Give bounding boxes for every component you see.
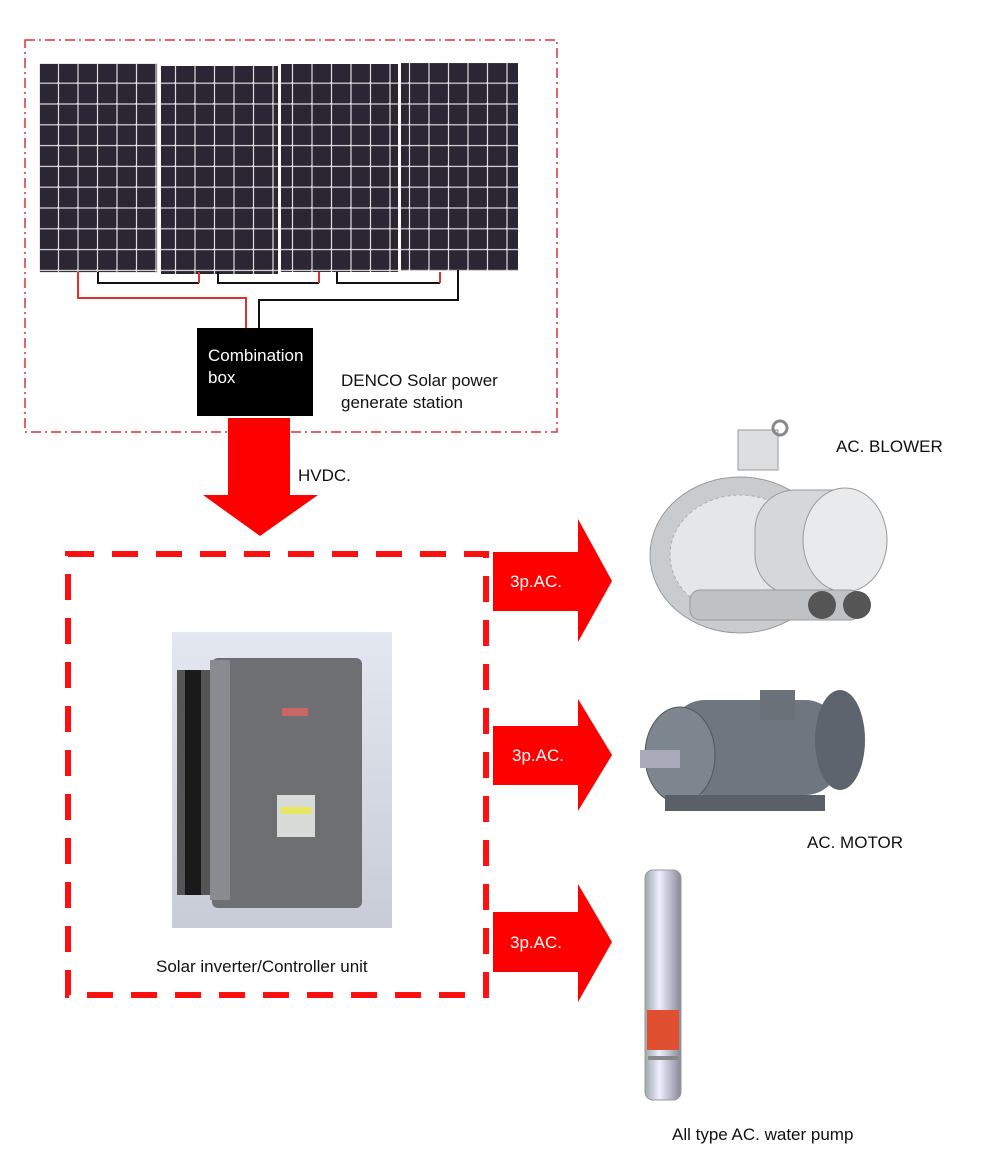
blower-label: AC. BLOWER: [836, 437, 943, 456]
solar-panel-array: [39, 63, 518, 274]
blower-image: [649, 419, 888, 634]
hvdc-arrow: [203, 418, 318, 536]
arrow-label-pump: 3p.AC.: [510, 933, 562, 952]
pump-label: All type AC. water pump: [672, 1125, 854, 1144]
station-title-line2: generate station: [341, 393, 463, 412]
arrow-label-blower: 3p.AC.: [510, 572, 562, 591]
station-boundary: [24, 39, 558, 433]
inverter-label: Solar inverter/Controller unit: [156, 957, 368, 976]
station-title: DENCO Solar power generate station: [341, 370, 498, 414]
ac-arrow-pump: [493, 884, 612, 1002]
combination-box-line2: box: [208, 368, 236, 387]
water-pump-image: [644, 869, 682, 1101]
inverter-boundary: [65, 551, 489, 998]
ac-arrow-motor: [493, 699, 612, 811]
station-title-line1: DENCO Solar power: [341, 371, 498, 390]
combination-box-line1: Combination: [208, 346, 304, 365]
motor-image: [640, 690, 865, 811]
arrow-label-motor: 3p.AC.: [512, 746, 564, 765]
ac-arrow-blower: [493, 519, 612, 642]
combination-box: [197, 328, 313, 416]
motor-label: AC. MOTOR: [807, 833, 904, 852]
inverter-image: [172, 632, 392, 928]
hvdc-label: HVDC.: [298, 466, 351, 485]
panel-wiring: [77, 270, 459, 328]
combination-box-label: Combination box: [208, 346, 303, 388]
